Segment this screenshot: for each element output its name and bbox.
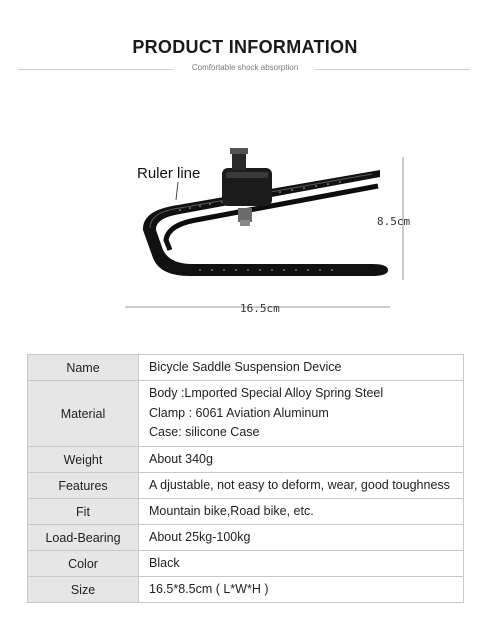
- rod-highlight: [149, 173, 373, 229]
- product-figure: Ruler line 8.5cm 16.5cm: [0, 130, 490, 330]
- page-subtitle: Comfortable shock absorption: [191, 63, 299, 72]
- spec-key: Load-Bearing: [27, 524, 139, 551]
- spec-value: About 340g: [138, 446, 464, 473]
- width-label: 16.5cm: [240, 302, 280, 315]
- subtitle-row: Comfortable shock absorption: [0, 62, 490, 76]
- spec-row: Size 16.5*8.5cm ( L*W*H ): [27, 576, 464, 603]
- spec-key: Color: [27, 550, 139, 577]
- page-title: PRODUCT INFORMATION: [132, 37, 358, 57]
- spec-key: Size: [27, 576, 139, 603]
- callout-pointer: [175, 181, 179, 201]
- spec-key: Material: [27, 380, 139, 447]
- spec-value: Bicycle Saddle Suspension Device: [138, 354, 464, 381]
- spec-value: Black: [138, 550, 464, 577]
- spec-row: Weight About 340g: [27, 446, 464, 473]
- spec-value-line: Mountain bike,Road bike, etc.: [149, 503, 314, 518]
- spec-value: 16.5*8.5cm ( L*W*H ): [138, 576, 464, 603]
- spec-row: Name Bicycle Saddle Suspension Device: [27, 354, 464, 381]
- spec-value: Mountain bike,Road bike, etc.: [138, 498, 464, 525]
- ruler-markings-lower: [199, 269, 333, 271]
- spec-key: Name: [27, 354, 139, 381]
- spec-value: A djustable, not easy to deform, wear, g…: [138, 472, 464, 499]
- spec-row: Features A djustable, not easy to deform,…: [27, 472, 464, 499]
- spec-value: Body :Lmported Special Alloy Spring Stee…: [138, 380, 464, 447]
- spec-value-line: Case: silicone Case: [149, 425, 260, 440]
- spec-row: Material Body :Lmported Special Alloy Spr…: [27, 380, 464, 447]
- clamp-block: [222, 148, 272, 226]
- spec-value: About 25kg-100kg: [138, 524, 464, 551]
- spec-value-line: About 25kg-100kg: [149, 529, 251, 544]
- spec-value-line: About 340g: [149, 451, 213, 466]
- spec-value-line: Clamp : 6061 Aviation Aluminum: [149, 405, 329, 420]
- spec-value-line: 16.5*8.5cm ( L*W*H ): [149, 581, 269, 596]
- spec-key: Weight: [27, 446, 139, 473]
- divider-left: [18, 69, 173, 70]
- spec-key: Features: [27, 472, 139, 499]
- ruler-line-callout: Ruler line: [137, 165, 200, 182]
- spec-value-line: A djustable, not easy to deform, wear, g…: [149, 477, 450, 492]
- spec-row: Color Black: [27, 550, 464, 577]
- suspension-device-illustration: Ruler line 8.5cm 16.5cm: [125, 148, 410, 315]
- spec-value-line: Bicycle Saddle Suspension Device: [149, 359, 342, 374]
- lower-spring-rod: [163, 183, 379, 251]
- spec-key: Fit: [27, 498, 139, 525]
- spec-value-line: Body :Lmported Special Alloy Spring Stee…: [149, 386, 384, 401]
- height-label: 8.5cm: [377, 215, 410, 228]
- spec-row: Load-Bearing About 25kg-100kg: [27, 524, 464, 551]
- spec-value-line: Black: [149, 555, 180, 570]
- divider-right: [315, 69, 470, 70]
- spec-row: Fit Mountain bike,Road bike, etc.: [27, 498, 464, 525]
